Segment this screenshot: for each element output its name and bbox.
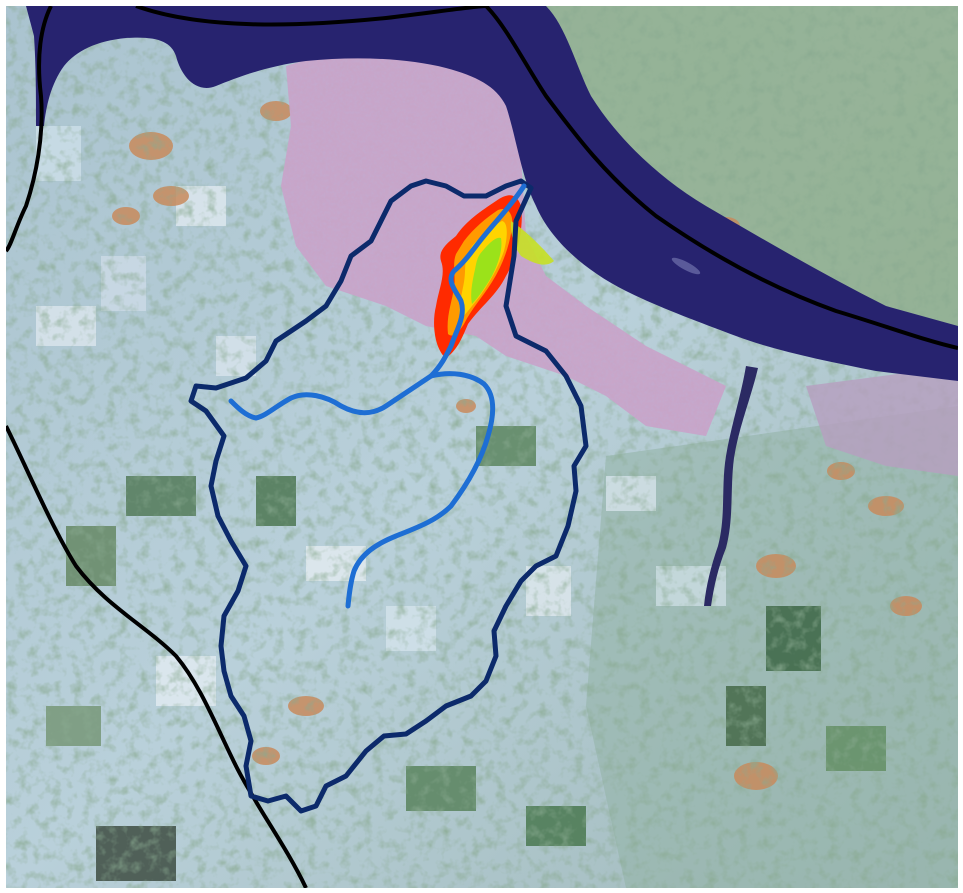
stream-tributary: [345, 371, 496, 609]
map-canvas: [6, 6, 958, 888]
flood-zone: [434, 195, 554, 358]
watershed-boundary: [188, 178, 589, 814]
satellite-map[interactable]: [6, 6, 958, 888]
boundary-line-west: [6, 6, 53, 253]
boundary-line-southwest: [6, 425, 308, 888]
river-channel: [26, 6, 958, 381]
river-inlet: [704, 366, 758, 606]
urban-east: [806, 366, 958, 476]
river-island: [671, 257, 701, 275]
boundary-line-north: [135, 6, 958, 350]
